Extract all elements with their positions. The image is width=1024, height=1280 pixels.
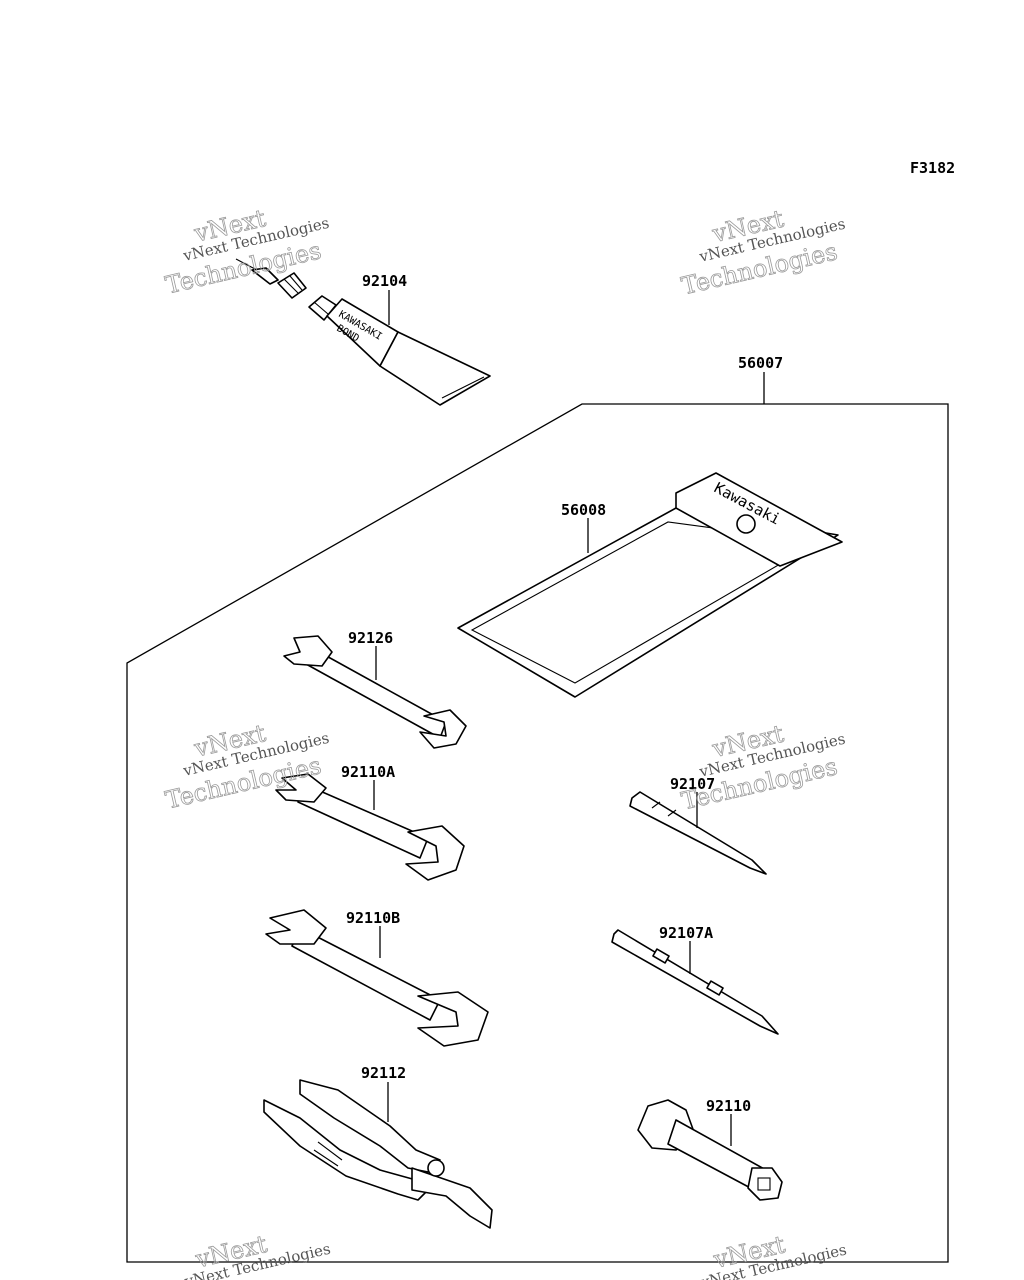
screwdriver-bit-a (611, 929, 779, 1035)
part-label-92126[interactable]: 92126 (348, 629, 393, 647)
part-label-92107[interactable]: 92107 (670, 775, 715, 793)
watermark-bottom-right: vNext vNext Technologies (698, 1230, 848, 1280)
socket-wrench (637, 1099, 783, 1201)
wrench-92110b (265, 909, 489, 1047)
part-label-92112[interactable]: 92112 (361, 1064, 406, 1082)
wrench-small (283, 635, 467, 749)
figure-code: F3182 (910, 159, 955, 177)
wrench-92110a (275, 773, 465, 881)
tool-kit-outline (126, 403, 949, 1263)
watermark-mid-right: vNext vNext Technologies Technologies (678, 719, 847, 816)
watermark-top-right: vNext vNext Technologies Technologies (678, 204, 847, 301)
watermark-top-left: vNext vNext Technologies Technologies (162, 204, 331, 300)
part-label-92110B[interactable]: 92110B (346, 909, 400, 927)
tool-pouch: Kawasaki (457, 472, 843, 698)
pliers (263, 1079, 493, 1229)
part-label-56007[interactable]: 56007 (738, 354, 783, 372)
bond-tube: KAWASAKI BOND (235, 258, 491, 406)
part-label-56008[interactable]: 56008 (561, 501, 606, 519)
part-label-92107A[interactable]: 92107A (659, 924, 713, 942)
part-label-92104[interactable]: 92104 (362, 272, 407, 290)
part-label-92110[interactable]: 92110 (706, 1097, 751, 1115)
watermark-bottom-left: vNext vNext Technologies (182, 1230, 332, 1280)
screwdriver-bit (629, 791, 767, 875)
part-label-92110A[interactable]: 92110A (341, 763, 395, 781)
